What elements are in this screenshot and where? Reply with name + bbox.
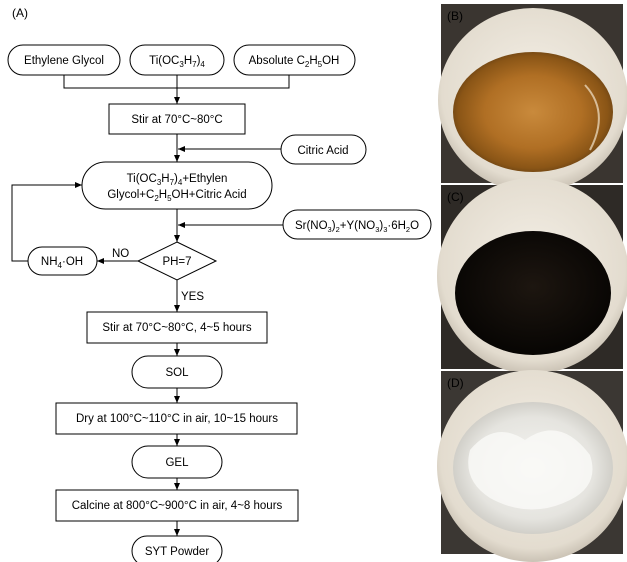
ph-decision-label: PH=7 [162, 256, 191, 268]
photo-d: (D) [437, 370, 627, 562]
panel-label-c: (C) [447, 190, 464, 204]
citric-acid-node: Citric Acid [280, 134, 367, 165]
ph-decision: PH=7 [136, 241, 218, 281]
titanium-isopropoxide-label: Ti(OC3H7)4 [149, 55, 205, 69]
nitrates-node: Sr(NO3)2+Y(NO3)3·6H2O [282, 209, 432, 240]
calcine-step: Calcine at 800°C~900°C in air, 4~8 hours [55, 489, 299, 522]
syt-powder-node: SYT Powder [131, 535, 223, 562]
connectors [11, 75, 290, 536]
photo-b: (B) [438, 4, 627, 192]
sol-node: SOL [131, 355, 223, 389]
dark-sol [455, 231, 611, 355]
mixture-node: Ti(OC3H7)4+Ethylen Glycol+C2H5OH+Citric … [81, 161, 273, 210]
panel-label-b: (B) [447, 9, 463, 23]
panel-label-a: (A) [12, 6, 28, 20]
no-branch-label: NO [112, 248, 129, 260]
mixture-label-line-2: Glycol+C2H5OH+Citric Acid [107, 189, 246, 203]
sol-label: SOL [165, 367, 189, 379]
yes-branch-label: YES [181, 291, 204, 303]
dry-step-label: Dry at 100°C~110°C in air, 10~15 hours [76, 413, 278, 425]
gel-node: GEL [131, 445, 223, 479]
calcine-step-label: Calcine at 800°C~900°C in air, 4~8 hours [72, 500, 283, 512]
stir-step-1: Stir at 70°C~80°C [108, 103, 246, 135]
ethylene-glycol-node: Ethylene Glycol [7, 44, 121, 76]
panel-label-d: (D) [447, 376, 464, 390]
amber-solution [453, 52, 613, 172]
absolute-ethanol-label: Absolute C2H5OH [249, 55, 340, 69]
stir-step-2: Stir at 70°C~80°C, 4~5 hours [86, 311, 268, 344]
ethylene-glycol-label: Ethylene Glycol [24, 55, 104, 67]
syt-powder-label: SYT Powder [145, 546, 210, 558]
stir-step-2-label: Stir at 70°C~80°C, 4~5 hours [102, 322, 251, 334]
citric-acid-label: Citric Acid [297, 145, 348, 157]
stir-step-1-label: Stir at 70°C~80°C [131, 114, 222, 126]
dry-step: Dry at 100°C~110°C in air, 10~15 hours [55, 402, 298, 435]
nitrates-label: Sr(NO3)2+Y(NO3)3·6H2O [295, 220, 419, 234]
gel-label: GEL [165, 457, 189, 469]
mixture-label-line-1: Ti(OC3H7)4+Ethylen [127, 173, 228, 187]
ammonia-label: NH4·OH [41, 256, 83, 270]
absolute-ethanol-node: Absolute C2H5OH [233, 44, 356, 76]
titanium-isopropoxide-node: Ti(OC3H7)4 [129, 44, 225, 76]
photo-c: (C) [437, 178, 627, 374]
ammonia-node: NH4·OH [27, 246, 98, 276]
